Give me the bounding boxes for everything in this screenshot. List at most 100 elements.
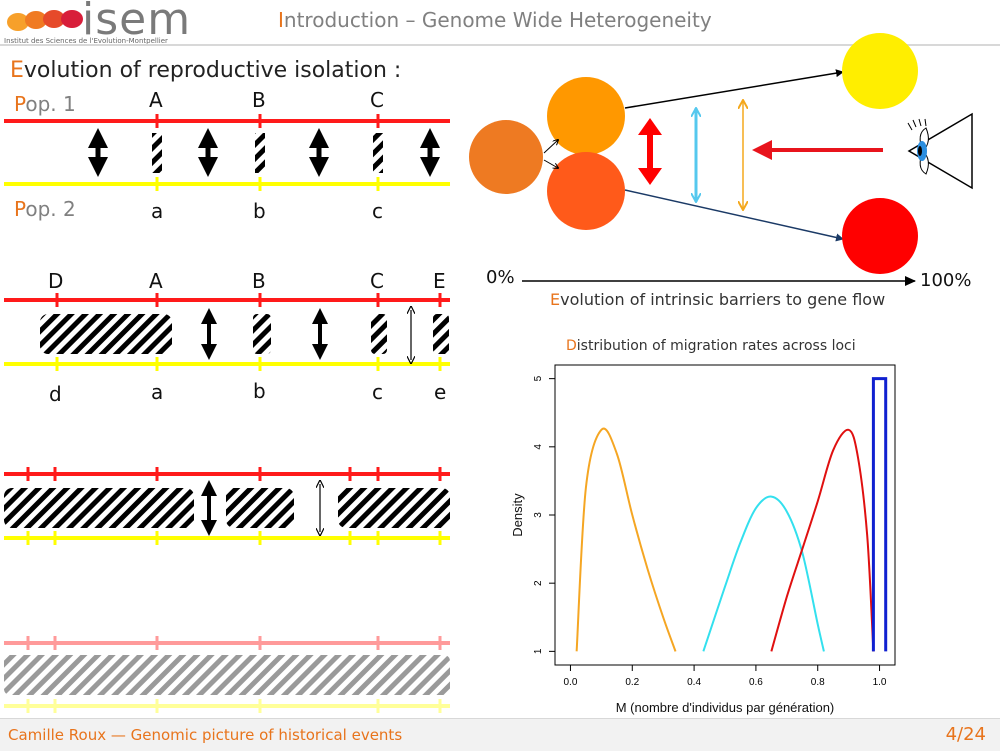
scheme-caption: Evolution of intrinsic barriers to gene … — [550, 290, 885, 309]
time-axis-head — [905, 276, 916, 286]
pop2-rest: op. 2 — [25, 197, 76, 221]
section-title-rest: volution of reproductive isolation : — [23, 58, 402, 83]
locus-label: e — [434, 380, 447, 404]
barrier-region-c — [371, 314, 387, 354]
locus-label: c — [372, 199, 383, 223]
y-tick-label: 4 — [533, 444, 544, 450]
locus-label: c — [372, 380, 383, 404]
chart-title-rest: istribution of migration rates across lo… — [576, 338, 856, 354]
y-tick-label: 2 — [533, 580, 544, 586]
page-title-initial: I — [278, 8, 284, 32]
panel-4 — [4, 636, 450, 713]
locus-label: d — [49, 382, 62, 406]
branch-to-pop-b — [624, 189, 844, 242]
panel-1 — [4, 114, 450, 191]
page-title: Introduction – Genome Wide Heterogeneity — [278, 8, 712, 32]
population-a-icon — [547, 77, 625, 155]
locus-label: E — [433, 269, 446, 293]
barrier-region-2 — [226, 488, 294, 528]
ancestral-population-icon — [469, 120, 543, 194]
locus-label: B — [252, 88, 266, 112]
migration-rate-chart: 0.0 0.2 0.4 0.6 0.8 1.0 1 2 3 4 5 M (nombre d'ind… — [510, 364, 896, 715]
migration-arrow — [543, 159, 558, 168]
logo-text: isem — [82, 0, 192, 45]
chart-title-initial: D — [566, 338, 577, 354]
pop1-initial: P — [14, 92, 26, 116]
series-line-0 — [575, 427, 677, 652]
x-tick-label: 0.4 — [687, 677, 701, 688]
series-line-2 — [770, 428, 875, 652]
axis-start-label: 0% — [486, 267, 515, 288]
x-tick-label: 0.2 — [625, 677, 639, 688]
locus-label: C — [370, 269, 384, 293]
barrier-region-da — [40, 314, 172, 354]
diverged-population-a-icon — [842, 33, 918, 109]
header-divider — [0, 44, 1000, 46]
pop1-loci-ticks — [55, 293, 442, 307]
y-tick-label: 5 — [533, 375, 544, 381]
locus-label: b — [253, 199, 266, 223]
locus-label: A — [149, 88, 163, 112]
page-title-rest: ntroduction – Genome Wide Heterogeneity — [283, 8, 712, 32]
pop1-loci-ticks — [26, 636, 442, 650]
x-tick-label: 0.0 — [564, 677, 578, 688]
diverged-population-b-icon — [842, 198, 918, 274]
pop2-loci-ticks — [26, 531, 442, 545]
chart-title: Distribution of migration rates across l… — [566, 338, 856, 354]
logo-mark-icon — [7, 10, 83, 31]
observation-arrow-head — [752, 140, 772, 160]
pop2-loci-ticks — [26, 699, 442, 713]
y-tick-label: 1 — [533, 648, 544, 654]
locus-label: C — [370, 88, 384, 112]
eye-icon — [907, 112, 973, 190]
axis-end-label: 100% — [920, 270, 972, 291]
barrier-region-genome-wide — [4, 655, 450, 695]
barrier-locus-c — [373, 133, 383, 173]
pop1-rest: op. 1 — [25, 92, 76, 116]
y-tick-label: 3 — [533, 512, 544, 518]
locus-label: a — [151, 199, 164, 223]
divergence-scheme — [469, 33, 973, 286]
plot-frame — [554, 364, 896, 666]
pop1-label: Pop. 1 — [14, 92, 76, 116]
pop2-label: Pop. 2 — [14, 197, 76, 221]
pop2-initial: P — [14, 197, 26, 221]
pop2-loci-ticks — [155, 177, 380, 191]
section-title: Evolution of reproductive isolation : — [10, 58, 401, 83]
barrier-region-e — [433, 314, 449, 354]
barrier-region-3 — [338, 488, 450, 528]
locus-label: a — [151, 380, 164, 404]
branch-to-pop-a — [624, 69, 844, 109]
y-axis-label: Density — [510, 493, 525, 537]
x-axis-label: M (nombre d'individus par génération) — [616, 700, 835, 715]
footer-author: Camille Roux — Genomic picture of histor… — [8, 726, 403, 744]
x-tick-label: 1.0 — [873, 677, 887, 688]
migration-arrow — [543, 140, 558, 154]
locus-label: A — [149, 269, 163, 293]
locus-label: B — [252, 269, 266, 293]
barrier-locus-a — [152, 133, 162, 173]
pop2-loci-ticks — [55, 357, 442, 371]
isolation-diagram — [4, 114, 450, 713]
gene-flow-arrows — [88, 128, 440, 177]
series-line-3 — [871, 377, 888, 652]
locus-label: b — [253, 379, 266, 403]
locus-label: D — [48, 269, 64, 293]
panel-3 — [4, 467, 450, 545]
pop1-loci-ticks — [155, 114, 380, 128]
barrier-region-b — [253, 314, 271, 354]
scheme-caption-rest: volution of intrinsic barriers to gene f… — [560, 290, 886, 309]
section-title-initial: E — [10, 58, 24, 83]
strong-gene-flow-icon — [638, 118, 662, 185]
pop1-loci-ticks — [26, 467, 442, 481]
logo — [4, 0, 204, 46]
panel-2 — [4, 293, 450, 371]
logo-subtitle: Institut des Sciences de l'Evolution-Mon… — [4, 37, 168, 45]
page-number: 4/24 — [945, 724, 986, 745]
x-tick-label: 0.8 — [811, 677, 825, 688]
population-b-icon — [547, 152, 625, 230]
series-line-1 — [702, 495, 825, 652]
scheme-caption-initial: E — [550, 290, 561, 309]
x-tick-label: 0.6 — [749, 677, 763, 688]
footer-bar — [0, 718, 1000, 751]
